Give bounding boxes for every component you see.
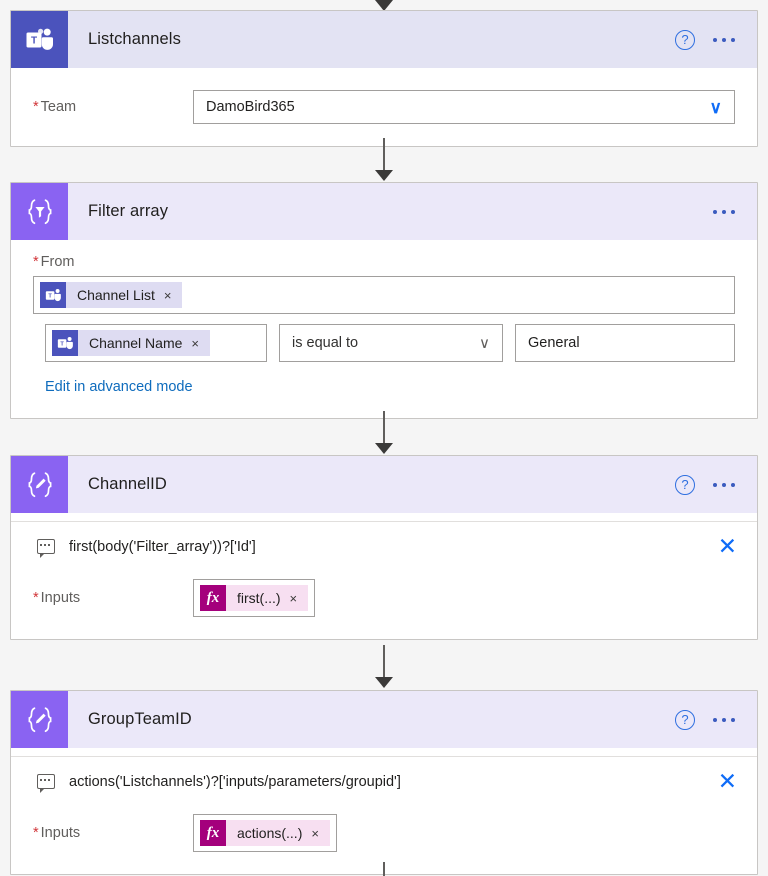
card-title: GroupTeamID — [88, 710, 192, 728]
svg-text:T: T — [30, 35, 36, 46]
connector-3-4 — [0, 645, 768, 688]
card-body-listchannels: *Team DamoBird365 ∨ — [11, 68, 757, 146]
field-row-inputs-groupteamid: *Inputs fx actions(...) × — [11, 814, 757, 852]
action-card-filter-array[interactable]: Filter array *From T — [10, 182, 758, 419]
help-icon[interactable]: ? — [675, 29, 695, 50]
close-icon[interactable]: ✕ — [717, 533, 737, 559]
condition-left-input[interactable]: T Channel Name × — [45, 324, 267, 362]
more-options-icon[interactable] — [711, 32, 737, 48]
remove-token-icon[interactable]: × — [311, 825, 319, 841]
remove-token-icon[interactable]: × — [289, 590, 298, 606]
required-marker: * — [33, 99, 39, 115]
comment-icon — [37, 774, 55, 793]
action-card-groupteamid[interactable]: GroupTeamID ? actions('Listchannels')?['… — [10, 690, 758, 875]
token-label: actions(...) — [237, 825, 303, 841]
edit-advanced-mode-link[interactable]: Edit in advanced mode — [45, 379, 193, 395]
card-title: ChannelID — [88, 475, 167, 493]
filter-condition-row: T Channel Name × is equal to ∨ Genera — [11, 324, 757, 362]
inputs-field-channelid[interactable]: fx first(...) × — [193, 579, 316, 617]
filter-array-icon — [11, 183, 68, 240]
card-header-groupteamid[interactable]: GroupTeamID ? — [11, 691, 757, 748]
condition-value: General — [528, 335, 580, 351]
token-channel-list[interactable]: T Channel List × — [40, 282, 183, 308]
expression-comment-row-groupteamid[interactable]: actions('Listchannels')?['inputs/paramet… — [11, 756, 757, 806]
field-label-inputs: *Inputs — [33, 590, 193, 606]
condition-operator-dropdown[interactable]: is equal to ∨ — [279, 324, 503, 362]
field-row-inputs-channelid: *Inputs fx first(...) × — [11, 579, 757, 617]
field-label-text: From — [40, 254, 75, 270]
card-header-listchannels[interactable]: T Listchannels ? — [11, 11, 757, 68]
compose-icon — [11, 456, 68, 513]
more-options-icon[interactable] — [711, 477, 737, 493]
card-body-filter-array: *From T Channel List × — [11, 240, 757, 418]
header-actions: ? — [675, 29, 757, 50]
header-actions — [711, 204, 757, 220]
card-body-channelid: first(body('Filter_array'))?['Id'] ✕ *In… — [11, 513, 757, 639]
field-label-text: Inputs — [40, 590, 81, 606]
card-header-filter-array[interactable]: Filter array — [11, 183, 757, 240]
card-header-channelid[interactable]: ChannelID ? — [11, 456, 757, 513]
comment-icon — [37, 539, 55, 558]
required-marker: * — [33, 590, 39, 606]
close-icon[interactable]: ✕ — [717, 768, 737, 794]
teams-icon: T — [11, 11, 68, 68]
field-label-from: *From — [33, 254, 735, 270]
token-channel-name[interactable]: T Channel Name × — [52, 330, 210, 356]
more-options-icon[interactable] — [711, 712, 737, 728]
teams-icon: T — [40, 282, 66, 308]
more-options-icon[interactable] — [711, 204, 737, 220]
condition-value-input[interactable]: General — [515, 324, 735, 362]
remove-token-icon[interactable]: × — [191, 335, 199, 351]
team-dropdown[interactable]: DamoBird365 ∨ — [193, 90, 735, 124]
card-title: Filter array — [88, 202, 169, 220]
token-expression-actions[interactable]: fx actions(...) × — [200, 820, 330, 846]
field-label-text: Team — [40, 99, 77, 115]
svg-text:T: T — [60, 341, 64, 347]
chevron-down-icon[interactable]: ∨ — [709, 97, 722, 117]
field-label-inputs: *Inputs — [33, 825, 193, 841]
field-label-team: *Team — [33, 99, 193, 115]
field-row-team: *Team DamoBird365 ∨ — [11, 90, 757, 124]
help-icon[interactable]: ? — [675, 709, 695, 730]
token-label: Channel List — [77, 287, 155, 303]
action-card-channelid[interactable]: ChannelID ? first(body('Filter_array'))?… — [10, 455, 758, 640]
fx-icon: fx — [200, 585, 226, 611]
compose-icon — [11, 691, 68, 748]
svg-text:T: T — [48, 293, 52, 299]
teams-icon: T — [52, 330, 78, 356]
remove-token-icon[interactable]: × — [163, 287, 172, 303]
required-marker: * — [33, 825, 39, 841]
card-title: Listchannels — [88, 30, 181, 48]
token-expression-first[interactable]: fx first(...) × — [200, 585, 309, 611]
field-label-text: Inputs — [40, 825, 81, 841]
from-input[interactable]: T Channel List × — [33, 276, 735, 314]
operator-value: is equal to — [292, 335, 359, 351]
card-body-groupteamid: actions('Listchannels')?['inputs/paramet… — [11, 748, 757, 874]
token-label: Channel Name — [89, 335, 183, 351]
required-marker: * — [33, 254, 39, 270]
expression-comment-row-channelid[interactable]: first(body('Filter_array'))?['Id'] ✕ — [11, 521, 757, 571]
chevron-down-icon[interactable]: ∨ — [479, 334, 490, 352]
fx-icon: fx — [200, 820, 226, 846]
header-actions: ? — [675, 709, 757, 730]
token-label: first(...) — [237, 590, 281, 606]
action-card-listchannels[interactable]: T Listchannels ? *Team DamoBird365 — [10, 10, 758, 147]
inputs-field-groupteamid[interactable]: fx actions(...) × — [193, 814, 337, 852]
header-actions: ? — [675, 474, 757, 495]
team-value: DamoBird365 — [206, 99, 295, 115]
expression-text: first(body('Filter_array'))?['Id'] — [69, 538, 256, 555]
expression-text: actions('Listchannels')?['inputs/paramet… — [69, 773, 401, 790]
help-icon[interactable]: ? — [675, 474, 695, 495]
